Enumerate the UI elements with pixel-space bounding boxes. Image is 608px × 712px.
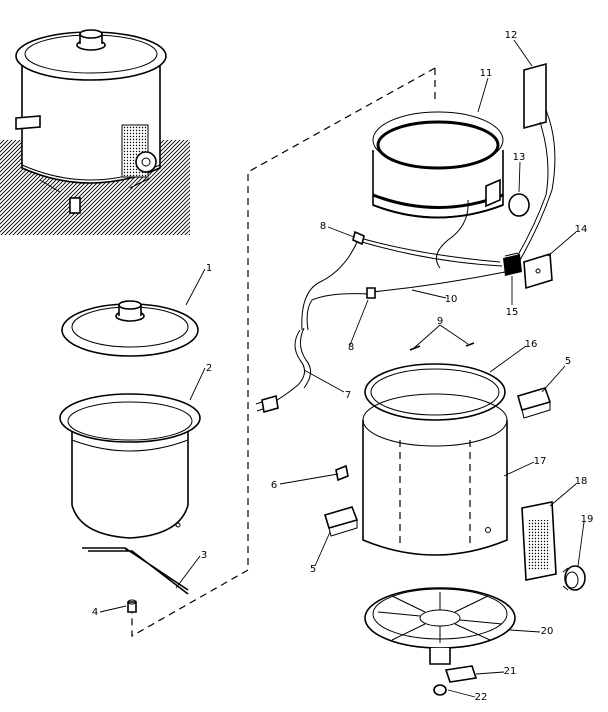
wire-rack — [82, 547, 189, 595]
assembled-cooker — [0, 29, 190, 235]
callout-19: 19 — [581, 514, 594, 525]
foot — [433, 684, 447, 696]
insulator — [523, 252, 553, 290]
callout-22: 22 — [475, 692, 488, 703]
callout-8b: 8 — [348, 342, 354, 353]
control-knob — [562, 565, 586, 591]
callout-12: 12 — [505, 30, 518, 41]
insulation-strip — [513, 62, 556, 263]
crock — [59, 393, 201, 539]
callout-15: 15 — [506, 307, 519, 318]
callout-20: 20 — [541, 626, 554, 637]
label-plate — [444, 665, 478, 683]
gasket-ring — [364, 363, 506, 421]
base — [364, 587, 516, 665]
wiring — [255, 230, 506, 414]
callout-10: 10 — [445, 294, 458, 305]
heating-element — [372, 111, 504, 269]
lid — [61, 300, 199, 357]
switch — [503, 252, 522, 276]
callout-14: 14 — [575, 224, 588, 235]
leader-lines — [99, 39, 585, 698]
thermal-disc — [508, 193, 530, 217]
rack-knob — [127, 599, 137, 613]
callout-16: 16 — [525, 339, 538, 350]
callout-5b: 5 — [310, 564, 316, 575]
callout-3: 3 — [201, 550, 207, 561]
callout-11: 11 — [480, 68, 493, 79]
callout-labels: 1 2 3 4 5 5 6 7 8 8 9 10 11 12 13 14 15 … — [92, 30, 594, 703]
callout-2: 2 — [206, 363, 212, 374]
callout-6: 6 — [271, 480, 277, 491]
screw — [335, 464, 349, 482]
callout-21: 21 — [504, 666, 517, 677]
screw-pair — [409, 342, 475, 351]
callout-4: 4 — [92, 607, 98, 618]
callout-7: 7 — [345, 390, 351, 401]
callout-13: 13 — [513, 152, 526, 163]
callout-8a: 8 — [320, 221, 326, 232]
outer-shell — [362, 393, 508, 556]
exploded-view-outline — [131, 67, 436, 638]
callout-1: 1 — [206, 263, 212, 274]
nameplate — [521, 501, 557, 581]
handles — [323, 387, 552, 537]
callout-17: 17 — [534, 456, 547, 467]
callout-18: 18 — [575, 476, 588, 487]
callout-5a: 5 — [565, 356, 571, 367]
callout-9: 9 — [437, 316, 443, 327]
